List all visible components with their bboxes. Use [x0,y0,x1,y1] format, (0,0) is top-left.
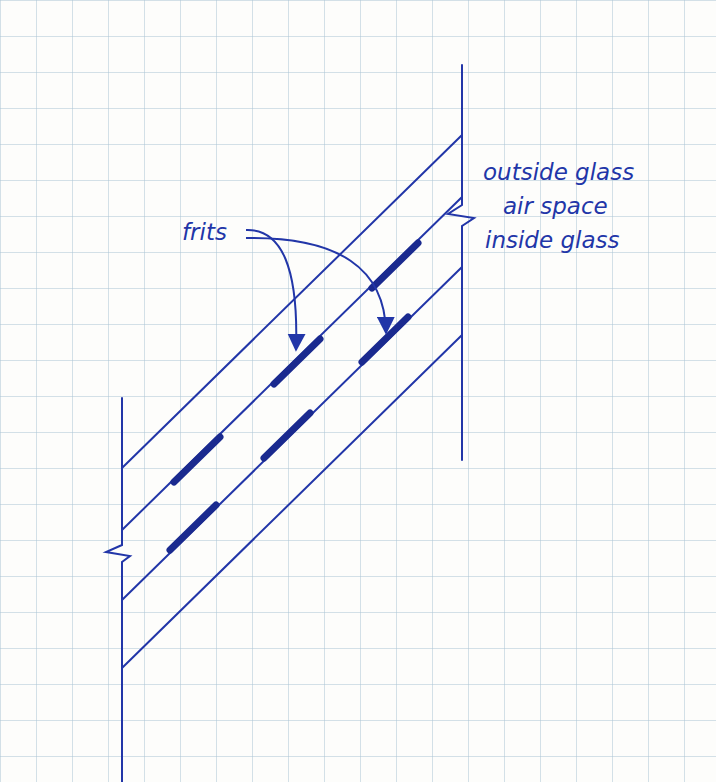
outside-glass-inner [122,197,462,530]
section-lines [106,65,474,782]
layer-label: air space [503,194,608,219]
frit [372,243,418,288]
callout-label: frits [182,220,227,245]
layer-label: outside glass [483,160,634,185]
outside-glass-outer [122,135,462,468]
frit [174,437,220,482]
leader-line [246,230,296,350]
left-edge-line [106,398,130,782]
right-edge-line [448,65,474,460]
layer-label: inside glass [485,228,619,253]
frit-leaders [246,230,386,350]
frit [170,505,216,550]
leader-line [246,238,386,333]
frit [264,413,310,458]
inside-glass-inner [122,335,462,668]
inside-glass-outer [122,267,462,600]
